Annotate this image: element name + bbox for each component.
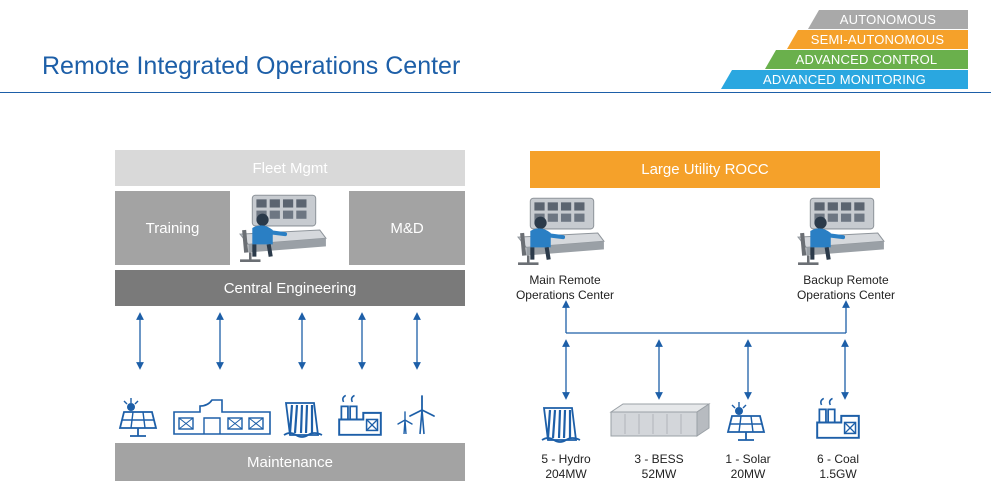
tier-semi-autonomous: SEMI-AUTONOMOUS bbox=[787, 30, 968, 49]
page-title: Remote Integrated Operations Center bbox=[42, 52, 461, 80]
hydro-dam-icon bbox=[540, 406, 582, 444]
central-engineering-label: Central Engineering bbox=[223, 279, 357, 297]
rocc-label: Large Utility ROCC bbox=[641, 161, 769, 178]
main-center-label: Main Remote Operations Center bbox=[515, 273, 615, 302]
solar-icon bbox=[727, 401, 765, 441]
backup-center-label: Backup Remote Operations Center bbox=[796, 273, 896, 302]
tier-advanced-monitoring: ADVANCED MONITORING bbox=[721, 70, 968, 89]
md-box: M&D bbox=[349, 191, 465, 265]
asset-label-solar: 1 - Solar 20MW bbox=[725, 452, 771, 481]
maintenance-label: Maintenance bbox=[247, 453, 333, 471]
asset-label-hydro: 5 - Hydro 204MW bbox=[541, 452, 591, 481]
md-label: M&D bbox=[390, 219, 424, 237]
wind-turbine-icon bbox=[397, 395, 435, 435]
tier-advanced-control: ADVANCED CONTROL bbox=[765, 50, 968, 69]
title-divider bbox=[0, 92, 991, 93]
training-label: Training bbox=[145, 219, 200, 237]
factory-icon bbox=[816, 397, 860, 439]
central-engineering-bar: Central Engineering bbox=[115, 270, 465, 306]
training-box: Training bbox=[115, 191, 230, 265]
thermal-plant-icon bbox=[173, 399, 271, 435]
battery-storage-icon bbox=[609, 403, 711, 437]
tier-autonomous: AUTONOMOUS bbox=[808, 10, 968, 29]
fleet-mgmt-bar: Fleet Mgmt bbox=[115, 150, 465, 186]
rocc-bar: Large Utility ROCC bbox=[530, 151, 880, 188]
maintenance-bar: Maintenance bbox=[115, 443, 465, 481]
fleet-mgmt-label: Fleet Mgmt bbox=[252, 159, 328, 177]
asset-label-bess: 3 - BESS 52MW bbox=[634, 452, 684, 481]
asset-label-coal: 6 - Coal 1.5GW bbox=[816, 452, 860, 481]
